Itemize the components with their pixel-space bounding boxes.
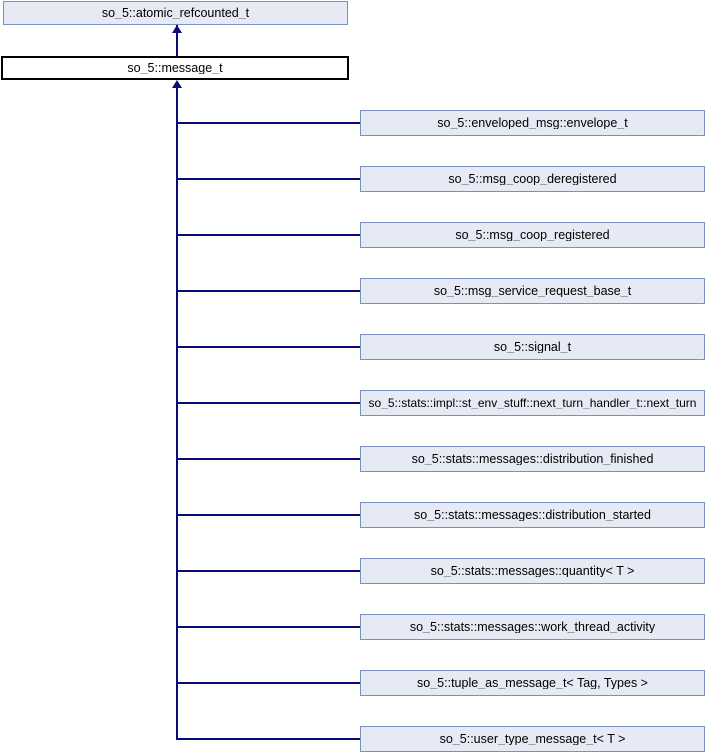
class-node-current[interactable]: so_5::message_t (1, 56, 349, 80)
class-node-derived[interactable]: so_5::stats::messages::distribution_fini… (360, 446, 705, 472)
class-node-label: so_5::signal_t (493, 340, 572, 354)
class-node-derived[interactable]: so_5::enveloped_msg::envelope_t (360, 110, 705, 136)
edge-branch (177, 178, 360, 180)
edge-branch (177, 570, 360, 572)
inheritance-arrow-base (172, 25, 182, 33)
class-node-derived[interactable]: so_5::stats::messages::work_thread_activ… (360, 614, 705, 640)
class-node-label: so_5::stats::messages::distribution_fini… (411, 452, 654, 466)
class-node-derived[interactable]: so_5::user_type_message_t< T > (360, 726, 705, 752)
class-node-derived[interactable]: so_5::signal_t (360, 334, 705, 360)
class-node-base[interactable]: so_5::atomic_refcounted_t (3, 1, 348, 25)
class-node-label: so_5::user_type_message_t< T > (439, 732, 626, 746)
class-node-label: so_5::stats::messages::quantity< T > (430, 564, 635, 578)
edge-branch (177, 402, 360, 404)
edge-branch (177, 626, 360, 628)
class-node-label: so_5::tuple_as_message_t< Tag, Types > (417, 676, 648, 690)
class-node-derived[interactable]: so_5::stats::impl::st_env_stuff::next_tu… (360, 390, 705, 416)
class-node-derived[interactable]: so_5::msg_coop_deregistered (360, 166, 705, 192)
class-node-label: so_5::stats::impl::st_env_stuff::next_tu… (368, 397, 697, 409)
edge-base-to-current (176, 25, 178, 56)
class-node-label: so_5::atomic_refcounted_t (101, 6, 250, 20)
class-node-derived[interactable]: so_5::stats::messages::quantity< T > (360, 558, 705, 584)
edge-branch (177, 346, 360, 348)
class-node-derived[interactable]: so_5::tuple_as_message_t< Tag, Types > (360, 670, 705, 696)
edge-branch (177, 290, 360, 292)
class-node-label: so_5::stats::messages::distribution_star… (414, 508, 651, 522)
class-node-label: so_5::msg_coop_registered (455, 228, 610, 242)
inheritance-arrow-current (172, 80, 182, 88)
edge-branch (177, 234, 360, 236)
class-node-derived[interactable]: so_5::stats::messages::distribution_star… (360, 502, 705, 528)
class-node-label: so_5::stats::messages::work_thread_activ… (409, 620, 656, 634)
edge-branch (177, 122, 360, 124)
class-node-derived[interactable]: so_5::msg_service_request_base_t (360, 278, 705, 304)
edge-branch (177, 514, 360, 516)
class-node-derived[interactable]: so_5::msg_coop_registered (360, 222, 705, 248)
class-node-label: so_5::msg_coop_deregistered (448, 172, 617, 186)
edge-branch (177, 738, 360, 740)
edge-branch (177, 458, 360, 460)
class-node-label: so_5::msg_service_request_base_t (433, 284, 632, 298)
edge-branch (177, 682, 360, 684)
class-node-label: so_5::enveloped_msg::envelope_t (437, 116, 628, 130)
class-node-label: so_5::message_t (127, 61, 223, 75)
edge-trunk (176, 86, 178, 740)
